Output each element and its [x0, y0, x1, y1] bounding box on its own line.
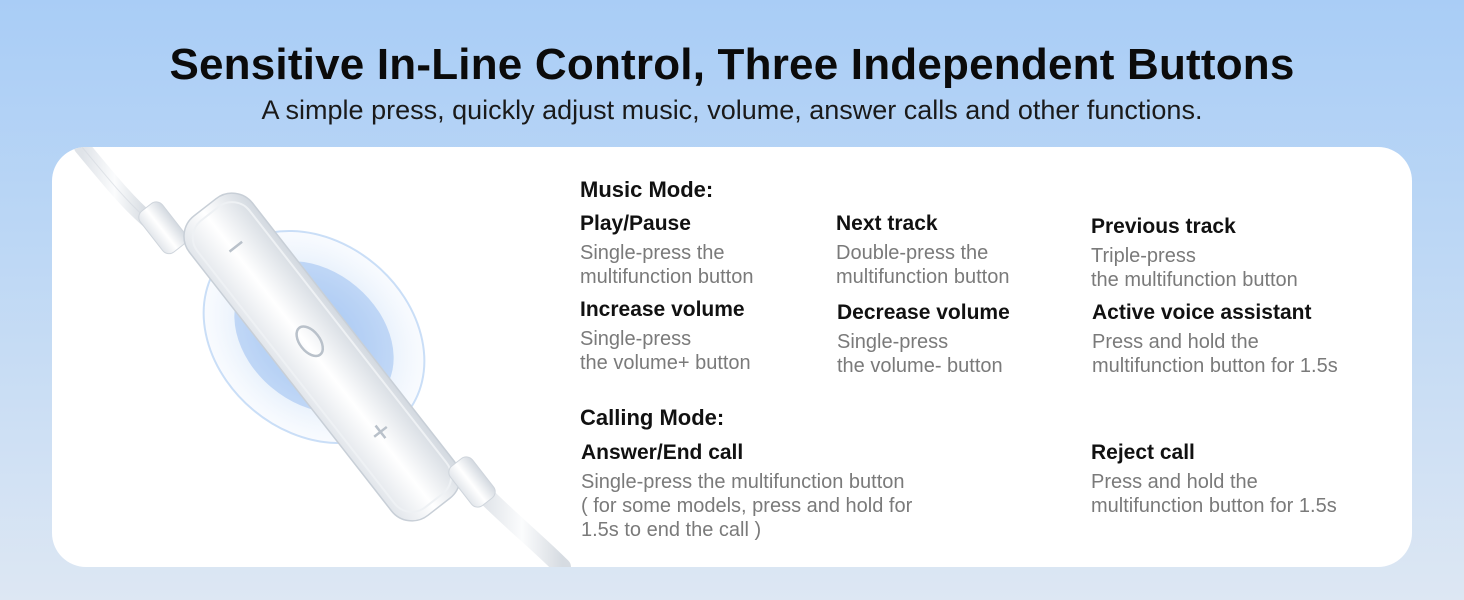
- desc-line: Double-press the: [836, 242, 989, 264]
- item-description: Single-press the multifunction button: [580, 241, 840, 289]
- decrease-volume-item: Decrease volume Single-press the volume-…: [837, 300, 1097, 378]
- increase-volume-item: Increase volume Single-press the volume+…: [580, 297, 840, 375]
- reject-call-item: Reject call Press and hold the multifunc…: [1091, 440, 1351, 518]
- next-track-item: Next track Double-press the multifunctio…: [836, 211, 1096, 289]
- item-description: Single-press the volume+ button: [580, 327, 840, 375]
- desc-line: Single-press: [837, 331, 949, 353]
- desc-line: Single-press the multifunction button: [581, 471, 905, 493]
- play-pause-item: Play/Pause Single-press the multifunctio…: [580, 211, 840, 289]
- item-description: Single-press the volume- button: [837, 330, 1097, 378]
- desc-line: multifunction button: [580, 266, 754, 288]
- multifunction-button-icon: [295, 325, 325, 358]
- item-description: Double-press the multifunction button: [836, 241, 1096, 289]
- remote-control-illustration: [74, 147, 571, 567]
- item-title: Reject call: [1091, 441, 1195, 464]
- voice-assistant-item: Active voice assistant Press and hold th…: [1092, 300, 1352, 378]
- item-title: Increase volume: [580, 298, 745, 321]
- item-title: Play/Pause: [580, 212, 691, 235]
- previous-track-item: Previous track Triple-press the multifun…: [1091, 214, 1351, 292]
- answer-end-call-item: Answer/End call Single-press the multifu…: [581, 440, 1001, 542]
- desc-line: ( for some models, press and hold for: [581, 495, 913, 517]
- desc-line: multifunction button: [836, 266, 1010, 288]
- desc-line: Single-press: [580, 328, 692, 350]
- page-title: Sensitive In-Line Control, Three Indepen…: [169, 40, 1295, 89]
- desc-line: the volume- button: [837, 355, 1003, 377]
- calling-mode-title: Calling Mode:: [580, 405, 725, 430]
- desc-line: Press and hold the: [1091, 471, 1258, 493]
- item-description: Press and hold the multifunction button …: [1092, 330, 1352, 378]
- volume-minus-icon: [228, 240, 243, 253]
- item-description: Single-press the multifunction button ( …: [581, 470, 1001, 542]
- volume-plus-icon: [373, 424, 388, 439]
- item-title: Previous track: [1091, 215, 1236, 238]
- item-title: Next track: [836, 212, 938, 235]
- item-title: Decrease volume: [837, 301, 1010, 324]
- desc-line: Single-press the: [580, 242, 725, 264]
- desc-line: multifunction button for 1.5s: [1092, 355, 1338, 377]
- desc-line: multifunction button for 1.5s: [1091, 495, 1337, 517]
- item-title: Active voice assistant: [1092, 301, 1312, 324]
- item-description: Triple-press the multifunction button: [1091, 244, 1351, 292]
- feature-card: Music Mode: Play/Pause Single-press the …: [52, 147, 1412, 567]
- desc-line: Triple-press: [1091, 245, 1196, 267]
- desc-line: the volume+ button: [580, 352, 751, 374]
- desc-line: 1.5s to end the call ): [581, 519, 762, 541]
- page-subtitle: A simple press, quickly adjust music, vo…: [261, 95, 1203, 125]
- desc-line: Press and hold the: [1092, 331, 1259, 353]
- item-title: Answer/End call: [581, 441, 744, 464]
- music-mode-title: Music Mode:: [580, 177, 714, 202]
- item-description: Press and hold the multifunction button …: [1091, 470, 1351, 518]
- desc-line: the multifunction button: [1091, 269, 1298, 291]
